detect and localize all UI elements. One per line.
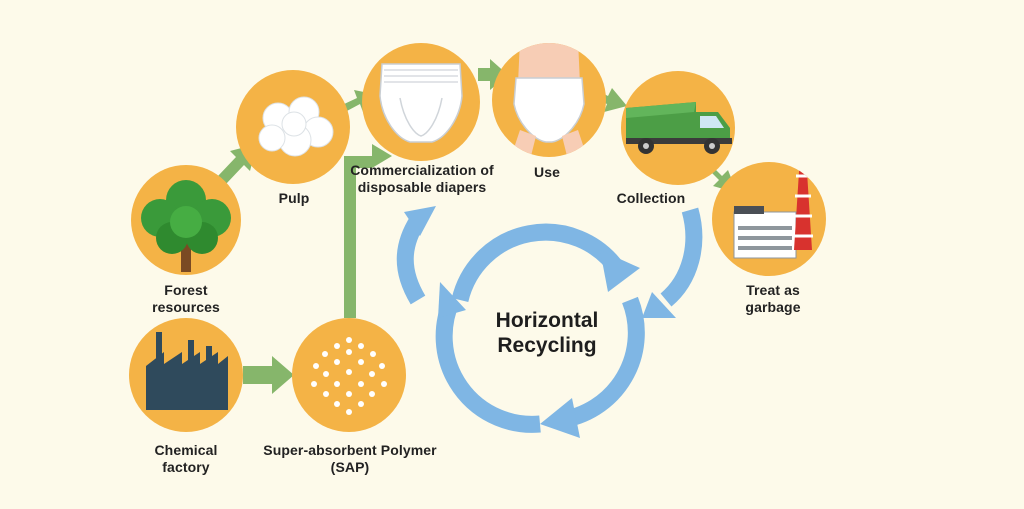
flow-arrow-use-collection — [598, 88, 627, 112]
node-pulp-label-line1: Pulp — [278, 190, 310, 206]
node-sap-label-line2: (SAP) — [330, 459, 370, 475]
return-arrow-left — [396, 215, 426, 305]
node-sap-label-line1: Super-absorbent Polymer — [263, 442, 437, 458]
node-use-label: Use — [534, 164, 560, 181]
flow-arrow-sap-commercialization — [344, 144, 392, 318]
node-pulp-label: Pulp — [279, 190, 310, 207]
flow-arrow-chemical-sap — [243, 356, 294, 394]
return-arrow-right — [660, 207, 703, 307]
node-collection-label: Collection — [617, 190, 686, 207]
node-sap-label: Super-absorbent Polymer (SAP) — [263, 442, 436, 476]
cycle-arrows — [396, 207, 703, 433]
diaper-icon — [379, 63, 463, 143]
cycle-arrow-right — [558, 296, 645, 429]
factory-icon — [146, 332, 228, 410]
node-chemical-label: Chemical factory — [154, 442, 217, 476]
node-commercialization-label-line1: Commercialization of — [350, 162, 494, 178]
incinerator-icon — [733, 162, 813, 259]
center-title-line1: Horizontal — [495, 309, 599, 332]
tree-icon — [141, 180, 231, 272]
polymer-beads-icon — [311, 337, 387, 415]
node-forest-label: Forest resources — [152, 282, 220, 316]
node-treat-label: Treat as garbage — [745, 282, 800, 316]
cycle-arrow-left — [435, 296, 541, 433]
node-chemical-label-line1: Chemical — [154, 442, 218, 458]
worn-diaper-icon — [510, 43, 588, 157]
node-collection-label-line1: Collection — [616, 190, 686, 206]
node-treat-label-line2: garbage — [745, 299, 801, 315]
node-forest-label-line1: Forest — [164, 282, 208, 298]
cycle-arrowheads — [404, 206, 676, 438]
node-commercialization-label: Commercialization of disposable diapers — [350, 162, 494, 196]
node-use-label-line1: Use — [534, 164, 560, 180]
node-forest-label-line2: resources — [152, 299, 220, 315]
center-title-line2: Recycling — [497, 334, 597, 357]
node-chemical-label-line2: factory — [162, 459, 210, 475]
center-title: Horizontal Recycling — [496, 308, 599, 358]
flow-arrow-commercialization-use — [478, 59, 508, 90]
cotton-icon — [258, 96, 334, 157]
garbage-truck-icon — [626, 102, 732, 154]
node-commercialization-label-line2: disposable diapers — [357, 179, 487, 195]
cycle-arrow-top — [451, 223, 625, 303]
node-treat-label-line1: Treat as — [746, 282, 800, 298]
